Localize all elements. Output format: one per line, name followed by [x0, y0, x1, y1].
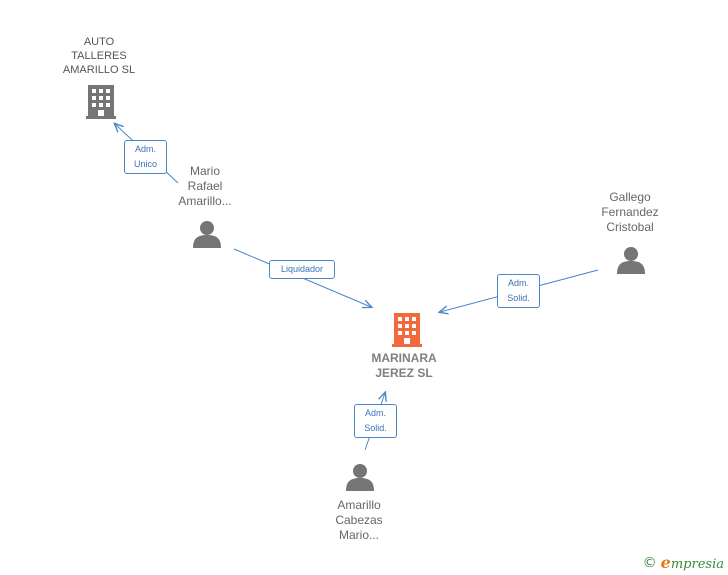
person-icon[interactable] [346, 464, 374, 491]
edge-label-adm-solid-bottom[interactable]: Adm. Solid. [354, 404, 397, 438]
node-label-auto-talleres[interactable]: AUTO TALLERES AMARILLO SL [62, 36, 136, 76]
person-icon[interactable] [193, 221, 221, 248]
edge-label-liquidador[interactable]: Liquidador [269, 260, 335, 279]
brand-logo: empresia [660, 553, 724, 572]
edge-label-adm-solid-right[interactable]: Adm. Solid. [497, 274, 540, 308]
building-icon[interactable] [392, 313, 422, 347]
building-icon[interactable] [86, 85, 116, 119]
person-icon[interactable] [617, 247, 645, 274]
node-label-gallego[interactable]: Gallego Fernandez Cristobal [601, 190, 659, 234]
node-label-mario-rafael[interactable]: Mario Rafael Amarillo... [178, 164, 232, 208]
copyright-symbol: © [642, 554, 657, 571]
footer-brand[interactable]: © empresia [643, 553, 724, 572]
edge-label-adm-unico[interactable]: Adm. Unico [124, 140, 167, 174]
node-label-amarillo-cabezas[interactable]: Amarillo Cabezas Mario... [335, 498, 383, 542]
node-label-marinara[interactable]: MARINARA JEREZ SL [371, 351, 437, 380]
